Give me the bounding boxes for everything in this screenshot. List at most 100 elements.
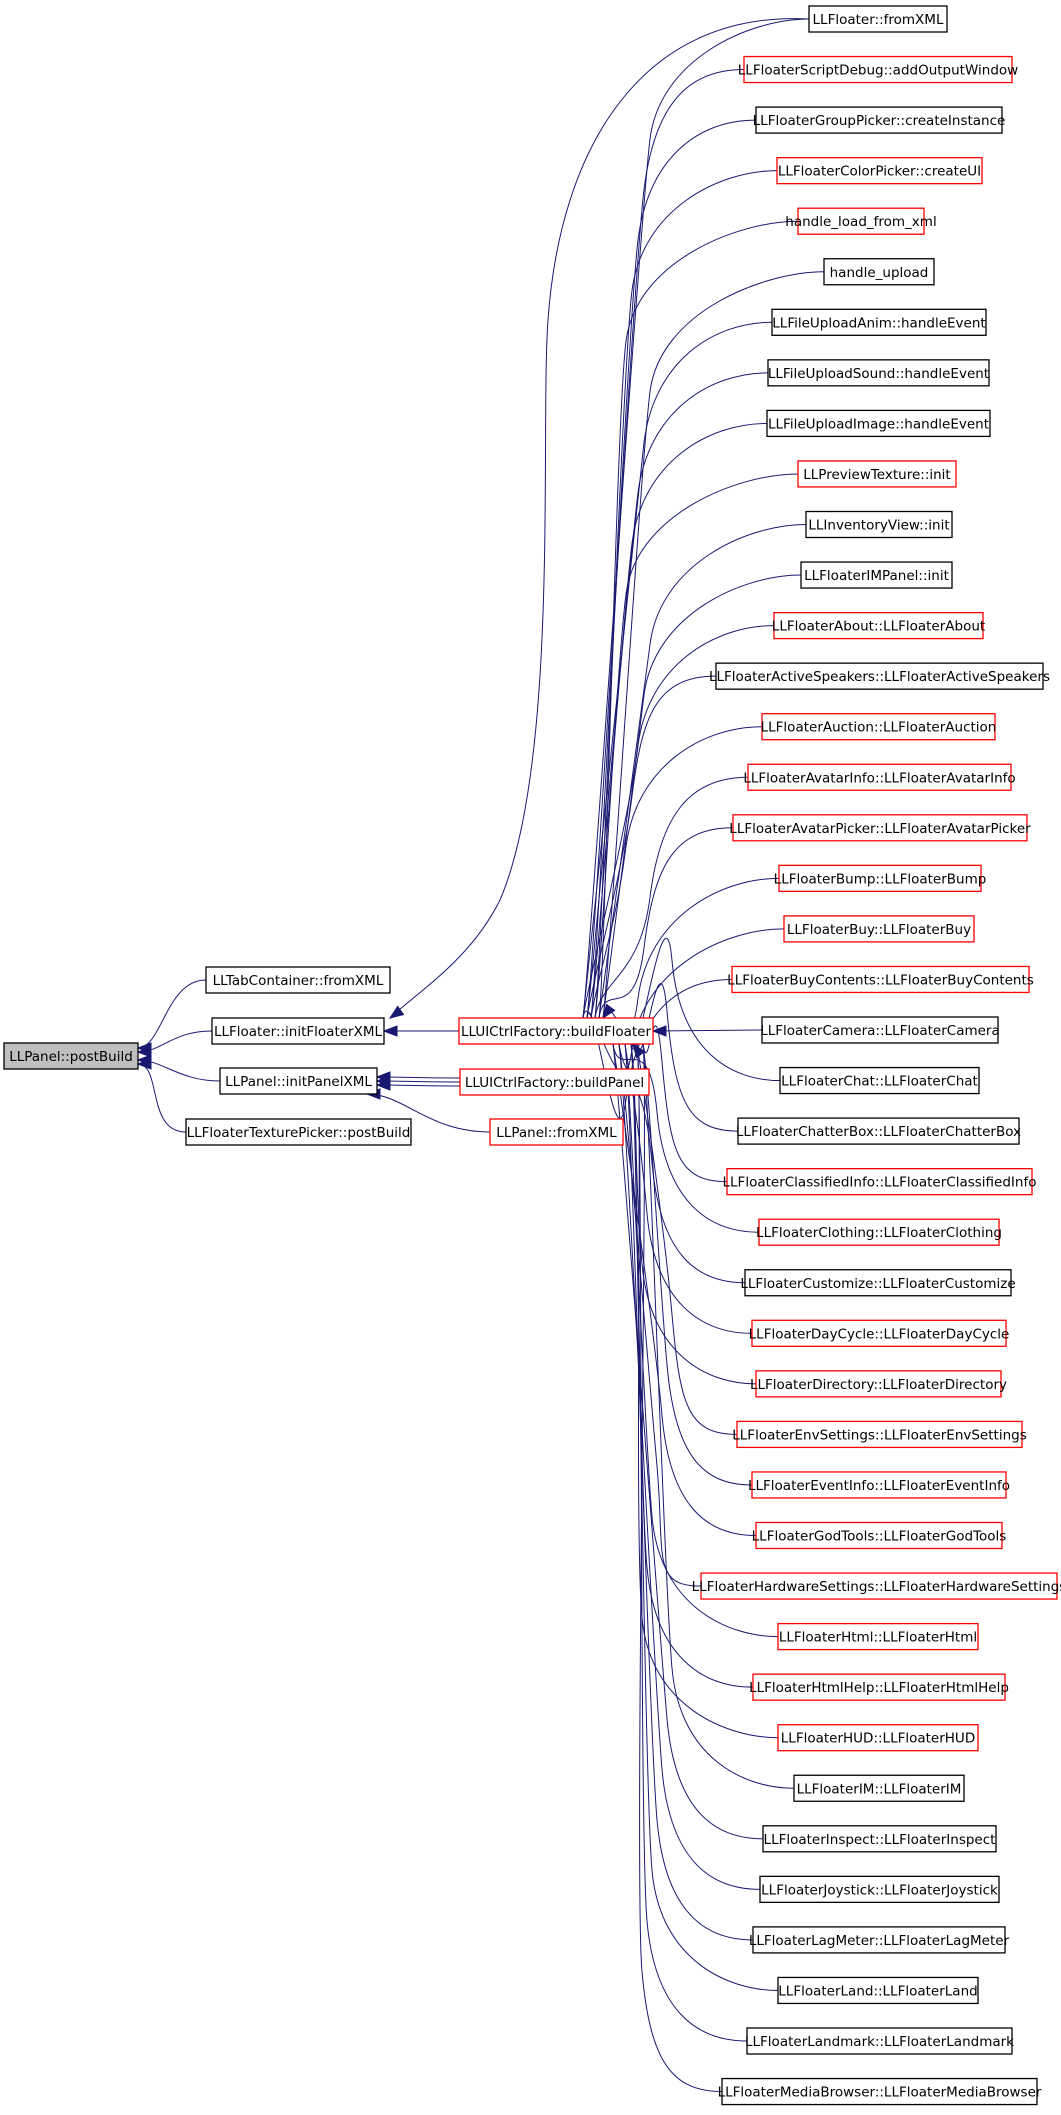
node-label-r18: LLFloaterBuy::LLFloaterBuy bbox=[787, 922, 971, 938]
node-box-r36 bbox=[762, 1825, 997, 1853]
edge-r31-to-buildfloater bbox=[618, 1043, 702, 1587]
node-r14[interactable]: LLFloaterAuction::LLFloaterAuction bbox=[761, 713, 997, 741]
node-box-r39 bbox=[777, 1976, 979, 2005]
node-box-r12 bbox=[773, 611, 984, 640]
node-r3[interactable]: LLFloaterColorPicker::createUI bbox=[776, 156, 983, 185]
node-box-r19 bbox=[731, 965, 1030, 994]
node-r34[interactable]: LLFloaterHUD::LLFloaterHUD bbox=[777, 1724, 979, 1752]
node-box-n_buildpanel bbox=[459, 1068, 650, 1096]
node-r0[interactable]: LLFloater::fromXML bbox=[808, 5, 948, 33]
edge-r21-to-buildfloater bbox=[630, 937, 781, 1082]
node-box-r5 bbox=[823, 258, 935, 286]
node-r6[interactable]: LLFileUploadAnim::handleEvent bbox=[771, 308, 987, 336]
node-r30[interactable]: LLFloaterGodTools::LLFloaterGodTools bbox=[752, 1521, 1007, 1550]
node-n_initfloaterxml[interactable]: LLFloater::initFloaterXML bbox=[211, 1017, 385, 1045]
edge-r7-to-buildfloater bbox=[586, 372, 769, 1019]
node-r20[interactable]: LLFloaterCamera::LLFloaterCamera bbox=[760, 1016, 1000, 1044]
node-n_panelfromxml[interactable]: LLPanel::fromXML bbox=[489, 1118, 624, 1146]
edge-r2-to-buildfloater bbox=[590, 119, 757, 1019]
node-r27[interactable]: LLFloaterDirectory::LLFloaterDirectory bbox=[750, 1370, 1007, 1398]
node-r36[interactable]: LLFloaterInspect::LLFloaterInspect bbox=[762, 1825, 997, 1853]
node-r38[interactable]: LLFloaterLagMeter::LLFloaterLagMeter bbox=[749, 1926, 1010, 1954]
node-label-r17: LLFloaterBump::LLFloaterBump bbox=[774, 871, 987, 887]
node-label-r38: LLFloaterLagMeter::LLFloaterLagMeter bbox=[749, 1933, 1010, 1949]
node-r35[interactable]: LLFloaterIM::LLFloaterIM bbox=[793, 1774, 965, 1802]
node-label-r27: LLFloaterDirectory::LLFloaterDirectory bbox=[750, 1377, 1007, 1393]
node-r39[interactable]: LLFloaterLand::LLFloaterLand bbox=[777, 1976, 979, 2005]
node-r29[interactable]: LLFloaterEventInfo::LLFloaterEventInfo bbox=[748, 1471, 1010, 1499]
node-r11[interactable]: LLFloaterIMPanel::init bbox=[800, 561, 953, 589]
node-label-n_panelfromxml: LLPanel::fromXML bbox=[496, 1125, 617, 1141]
edge-r16-to-buildfloater bbox=[598, 827, 734, 1019]
node-box-r22 bbox=[737, 1117, 1020, 1145]
node-box-r37 bbox=[759, 1875, 1000, 1903]
node-label-r33: LLFloaterHtmlHelp::LLFloaterHtmlHelp bbox=[749, 1680, 1009, 1696]
node-n_tabfromxml[interactable]: LLTabContainer::fromXML bbox=[205, 966, 391, 994]
node-r40[interactable]: LLFloaterLandmark::LLFloaterLandmark bbox=[745, 2027, 1014, 2055]
node-n_texpicker[interactable]: LLFloaterTexturePicker::postBuild bbox=[185, 1118, 412, 1146]
node-r2[interactable]: LLFloaterGroupPicker::createInstance bbox=[753, 106, 1006, 134]
node-box-r30 bbox=[755, 1521, 1003, 1550]
node-r8[interactable]: LLFileUploadImage::handleEvent bbox=[766, 409, 991, 438]
node-r1[interactable]: LLFloaterScriptDebug::addOutputWindow bbox=[738, 55, 1018, 84]
node-r31[interactable]: LLFloaterHardwareSettings::LLFloaterHard… bbox=[692, 1572, 1061, 1600]
node-label-r19: LLFloaterBuyContents::LLFloaterBuyConten… bbox=[727, 972, 1034, 988]
node-box-r40 bbox=[746, 2027, 1013, 2055]
node-box-r6 bbox=[771, 308, 987, 336]
node-box-r27 bbox=[755, 1370, 1002, 1398]
node-r18[interactable]: LLFloaterBuy::LLFloaterBuy bbox=[783, 915, 975, 943]
node-label-n_buildfloater: LLUICtrlFactory::buildFloater bbox=[461, 1024, 652, 1040]
node-box-r11 bbox=[800, 561, 953, 589]
edge-r39-to-buildfloater bbox=[630, 1043, 779, 1991]
node-box-r2 bbox=[755, 106, 1003, 134]
node-r5[interactable]: handle_upload bbox=[823, 258, 935, 286]
node-r25[interactable]: LLFloaterCustomize::LLFloaterCustomize bbox=[740, 1269, 1016, 1297]
node-n_initpanelxml[interactable]: LLPanel::initPanelXML bbox=[219, 1067, 378, 1095]
node-r28[interactable]: LLFloaterEnvSettings::LLFloaterEnvSettin… bbox=[732, 1420, 1027, 1449]
node-r12[interactable]: LLFloaterAbout::LLFloaterAbout bbox=[772, 611, 985, 640]
node-r23[interactable]: LLFloaterClassifiedInfo::LLFloaterClassi… bbox=[723, 1168, 1037, 1196]
node-r17[interactable]: LLFloaterBump::LLFloaterBump bbox=[774, 864, 987, 892]
node-r24[interactable]: LLFloaterClothing::LLFloaterClothing bbox=[756, 1218, 1002, 1246]
node-n_buildfloater[interactable]: LLUICtrlFactory::buildFloater bbox=[458, 1017, 654, 1045]
node-box-r18 bbox=[783, 915, 975, 943]
node-label-r16: LLFloaterAvatarPicker::LLFloaterAvatarPi… bbox=[729, 821, 1031, 837]
edge-r36-to-buildfloater bbox=[612, 1043, 764, 1840]
node-label-r25: LLFloaterCustomize::LLFloaterCustomize bbox=[740, 1276, 1015, 1292]
node-r9[interactable]: LLPreviewTexture::init bbox=[797, 460, 957, 488]
node-r16[interactable]: LLFloaterAvatarPicker::LLFloaterAvatarPi… bbox=[729, 814, 1031, 842]
node-box-r20 bbox=[761, 1016, 999, 1044]
node-r7[interactable]: LLFileUploadSound::handleEvent bbox=[767, 359, 990, 387]
node-n_postbuild[interactable]: LLPanel::postBuild bbox=[3, 1042, 139, 1070]
node-r19[interactable]: LLFloaterBuyContents::LLFloaterBuyConten… bbox=[727, 965, 1034, 994]
node-r21[interactable]: LLFloaterChat::LLFloaterChat bbox=[779, 1066, 980, 1095]
node-box-r38 bbox=[752, 1926, 1006, 1954]
node-label-r4: handle_load_from_xml bbox=[785, 214, 936, 230]
node-label-r31: LLFloaterHardwareSettings::LLFloaterHard… bbox=[692, 1579, 1061, 1595]
node-box-r17 bbox=[778, 864, 982, 892]
node-box-r41 bbox=[721, 2077, 1038, 2106]
node-r37[interactable]: LLFloaterJoystick::LLFloaterJoystick bbox=[759, 1875, 1000, 1903]
node-r10[interactable]: LLInventoryView::init bbox=[805, 510, 953, 539]
edge-floater-fromxml-to-initfloaterxml-arrowhead bbox=[388, 1005, 405, 1019]
node-label-r14: LLFloaterAuction::LLFloaterAuction bbox=[761, 720, 997, 736]
node-box-r7 bbox=[767, 359, 990, 387]
node-r13[interactable]: LLFloaterActiveSpeakers::LLFloaterActive… bbox=[709, 662, 1050, 690]
node-r33[interactable]: LLFloaterHtmlHelp::LLFloaterHtmlHelp bbox=[749, 1673, 1009, 1701]
node-label-r0: LLFloater::fromXML bbox=[813, 12, 944, 28]
node-r32[interactable]: LLFloaterHtml::LLFloaterHtml bbox=[777, 1622, 979, 1651]
node-r41[interactable]: LLFloaterMediaBrowser::LLFloaterMediaBro… bbox=[718, 2077, 1042, 2106]
node-n_buildpanel[interactable]: LLUICtrlFactory::buildPanel bbox=[459, 1068, 650, 1096]
node-r15[interactable]: LLFloaterAvatarInfo::LLFloaterAvatarInfo bbox=[743, 763, 1016, 791]
node-r4[interactable]: handle_load_from_xml bbox=[785, 207, 937, 235]
node-r22[interactable]: LLFloaterChatterBox::LLFloaterChatterBox bbox=[736, 1117, 1021, 1145]
node-label-n_texpicker: LLFloaterTexturePicker::postBuild bbox=[187, 1125, 411, 1141]
node-label-r12: LLFloaterAbout::LLFloaterAbout bbox=[772, 619, 985, 635]
edge-r29-to-buildfloater bbox=[642, 1043, 753, 1486]
edge-r22-to-buildfloater bbox=[636, 983, 739, 1132]
edge-camera-into-buildfloater-arrowhead bbox=[651, 1025, 667, 1037]
node-label-r8: LLFileUploadImage::handleEvent bbox=[768, 416, 989, 432]
node-r26[interactable]: LLFloaterDayCycle::LLFloaterDayCycle bbox=[749, 1319, 1010, 1347]
node-label-r21: LLFloaterChat::LLFloaterChat bbox=[781, 1074, 978, 1090]
node-label-r26: LLFloaterDayCycle::LLFloaterDayCycle bbox=[749, 1326, 1010, 1342]
